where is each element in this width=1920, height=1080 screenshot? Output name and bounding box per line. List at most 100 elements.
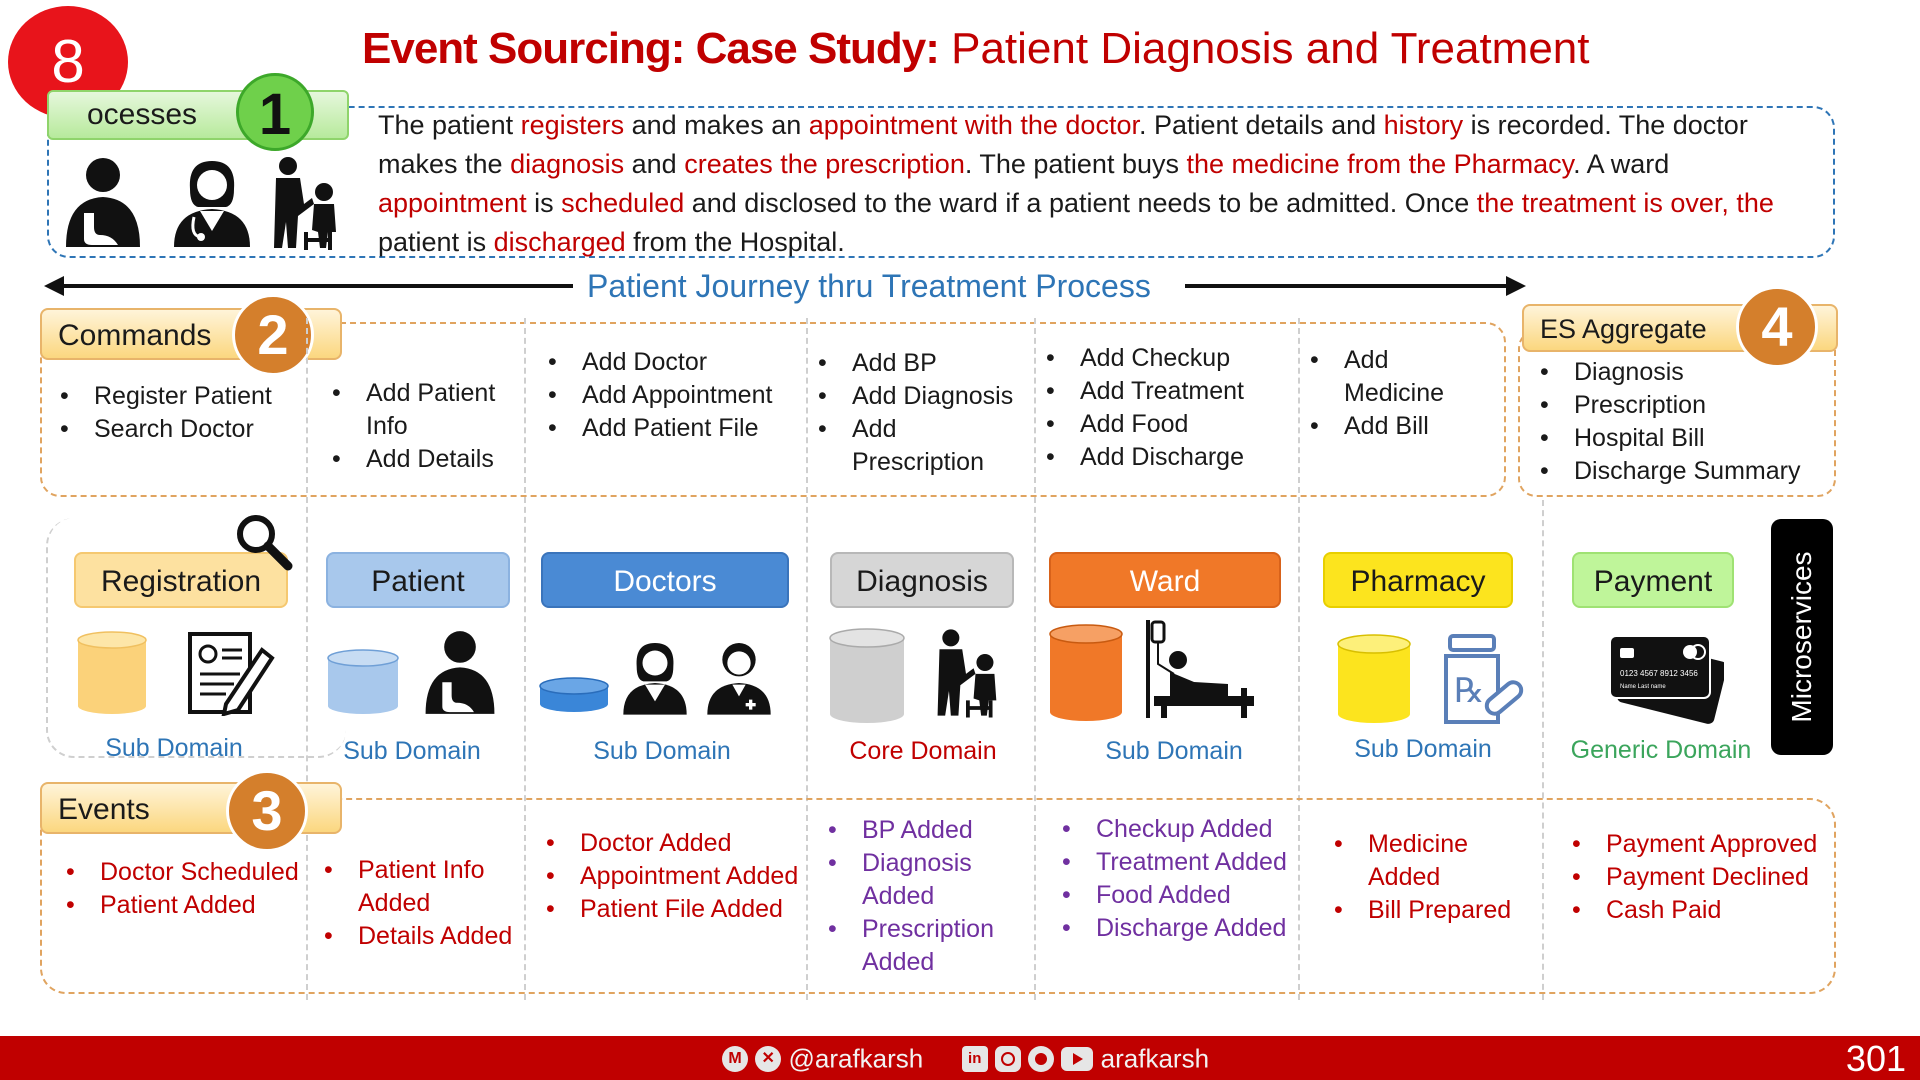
patient-service-icon <box>425 631 495 714</box>
events-column-2: Patient Info AddedDetails Added <box>318 854 528 953</box>
highlight-text: appointment with the doctor <box>808 110 1139 140</box>
aggregate-item: Prescription <box>1534 389 1834 422</box>
diagnosis-checkup-icon <box>937 629 997 718</box>
events-column-3: Doctor AddedAppointment AddedPatient Fil… <box>540 827 810 926</box>
linkedin-icon[interactable]: in <box>961 1046 988 1073</box>
description-text: and disclosed to the ward if a patient n… <box>684 188 1477 218</box>
credit-card-icon: 0123 4567 8912 3456 Name Last name <box>1609 635 1724 724</box>
highlight-text: diagnosis <box>510 149 625 179</box>
patient-icon <box>66 158 140 247</box>
medicine-bottle-icon: ℞ <box>1444 634 1524 724</box>
processes-box <box>47 106 1835 258</box>
microservices-label-box: Microservices <box>1771 519 1833 755</box>
description-text: and makes an <box>624 110 809 140</box>
command-item: Add Treatment <box>1040 375 1290 408</box>
diagnosis-database-icon <box>829 628 905 723</box>
medium-icon[interactable]: M <box>722 1046 748 1073</box>
event-item: Bill Prepared <box>1328 894 1528 927</box>
event-item: Medicine Added <box>1328 828 1528 894</box>
command-item: Add Patient Info <box>326 377 516 443</box>
domain-payment: Generic Domain <box>1570 736 1752 764</box>
event-item: Checkup Added <box>1056 813 1296 846</box>
card-number: 0123 4567 8912 3456 <box>1620 669 1698 678</box>
domain-pharmacy: Sub Domain <box>1354 735 1492 763</box>
command-item: Register Patient <box>54 380 294 413</box>
pharmacy-database-icon <box>1337 634 1411 723</box>
event-item: Payment Approved <box>1566 828 1826 861</box>
events-column-5: Checkup AddedTreatment AddedFood AddedDi… <box>1056 813 1296 945</box>
column-separator <box>1034 318 1036 1000</box>
command-item: Search Doctor <box>54 413 294 446</box>
event-item: Doctor Added <box>540 827 810 860</box>
hospital-bed-icon <box>1146 620 1254 718</box>
aggregate-item: Diagnosis <box>1534 356 1834 389</box>
search-icon <box>237 515 293 571</box>
highlight-text: the treatment is over, the <box>1476 188 1774 218</box>
journey-arrow-left <box>48 284 573 288</box>
service-pharmacy: Pharmacy <box>1323 552 1513 608</box>
domain-doctors: Sub Domain <box>593 737 731 765</box>
domain-diagnosis: Core Domain <box>849 737 997 765</box>
registration-database-icon <box>77 631 147 714</box>
patient-database-icon <box>327 649 399 714</box>
commands-column-1: Register PatientSearch Doctor <box>54 380 294 446</box>
description-text: The patient <box>378 110 521 140</box>
command-item: Add Patient File <box>542 412 792 445</box>
command-item: Add Prescription <box>812 413 1032 479</box>
footer-name: arafkarsh <box>1100 1043 1210 1074</box>
description-text: is recorded. The doctor makes the <box>378 110 1748 179</box>
events-box <box>40 798 1836 994</box>
instagram-icon[interactable] <box>994 1046 1021 1073</box>
youtube-icon[interactable] <box>1061 1047 1094 1072</box>
event-item: Doctor Scheduled <box>60 856 300 889</box>
command-item: Add BP <box>812 347 1032 380</box>
service-diagnosis: Diagnosis <box>830 552 1014 608</box>
command-item: Add Doctor <box>542 346 792 379</box>
event-item: Prescription Added <box>822 913 1022 979</box>
highlight-text: scheduled <box>561 188 685 218</box>
footer-bar <box>0 1036 1920 1080</box>
events-label: Events <box>58 793 150 826</box>
event-item: Patient Added <box>60 889 300 922</box>
event-item: Diagnosis Added <box>822 847 1022 913</box>
title-normal: Patient Diagnosis and Treatment <box>938 24 1590 73</box>
highlight-text: creates the prescription <box>684 149 965 179</box>
service-payment: Payment <box>1572 552 1734 608</box>
aggregate-list: DiagnosisPrescriptionHospital BillDischa… <box>1534 356 1834 488</box>
x-icon[interactable]: ✕ <box>755 1046 782 1073</box>
doctor-female-service-icon <box>623 643 687 715</box>
events-column-7: Payment ApprovedPayment DeclinedCash Pai… <box>1566 828 1826 927</box>
registration-form-icon <box>188 632 275 716</box>
description-text: is <box>526 188 562 218</box>
highlight-text: appointment <box>378 188 527 218</box>
event-item: Appointment Added <box>540 860 810 893</box>
page-title: Event Sourcing: Case Study: Patient Diag… <box>362 24 1589 74</box>
commands-box <box>40 322 1506 497</box>
checkup-icon <box>274 157 336 250</box>
commands-badge: 2 <box>232 294 314 376</box>
event-item: Treatment Added <box>1056 846 1296 879</box>
event-item: Patient Info Added <box>318 854 528 920</box>
event-item: Discharge Added <box>1056 912 1296 945</box>
registration-region <box>46 518 346 758</box>
journey-arrow-right <box>1185 284 1510 288</box>
github-icon[interactable] <box>1028 1046 1055 1073</box>
footer-handle: @arafkarsh <box>788 1043 924 1074</box>
column-separator <box>806 318 808 1000</box>
events-column-1: Doctor ScheduledPatient Added <box>60 856 300 922</box>
processes-label: ocesses <box>87 98 198 131</box>
svg-text:℞: ℞ <box>1454 673 1484 710</box>
journey-arrowhead-right <box>1506 276 1526 296</box>
highlight-text: the medicine from the Pharmacy <box>1186 149 1574 179</box>
command-item: Add Food <box>1040 408 1290 441</box>
description-text: . A ward <box>1573 149 1670 179</box>
description-text: from the Hospital. <box>625 227 845 257</box>
event-item: Details Added <box>318 920 528 953</box>
command-item: Add Discharge <box>1040 441 1290 474</box>
ward-database-icon <box>1049 624 1123 721</box>
event-item: Cash Paid <box>1566 894 1826 927</box>
doctors-database-icon <box>539 677 609 712</box>
highlight-text: history <box>1383 110 1464 140</box>
